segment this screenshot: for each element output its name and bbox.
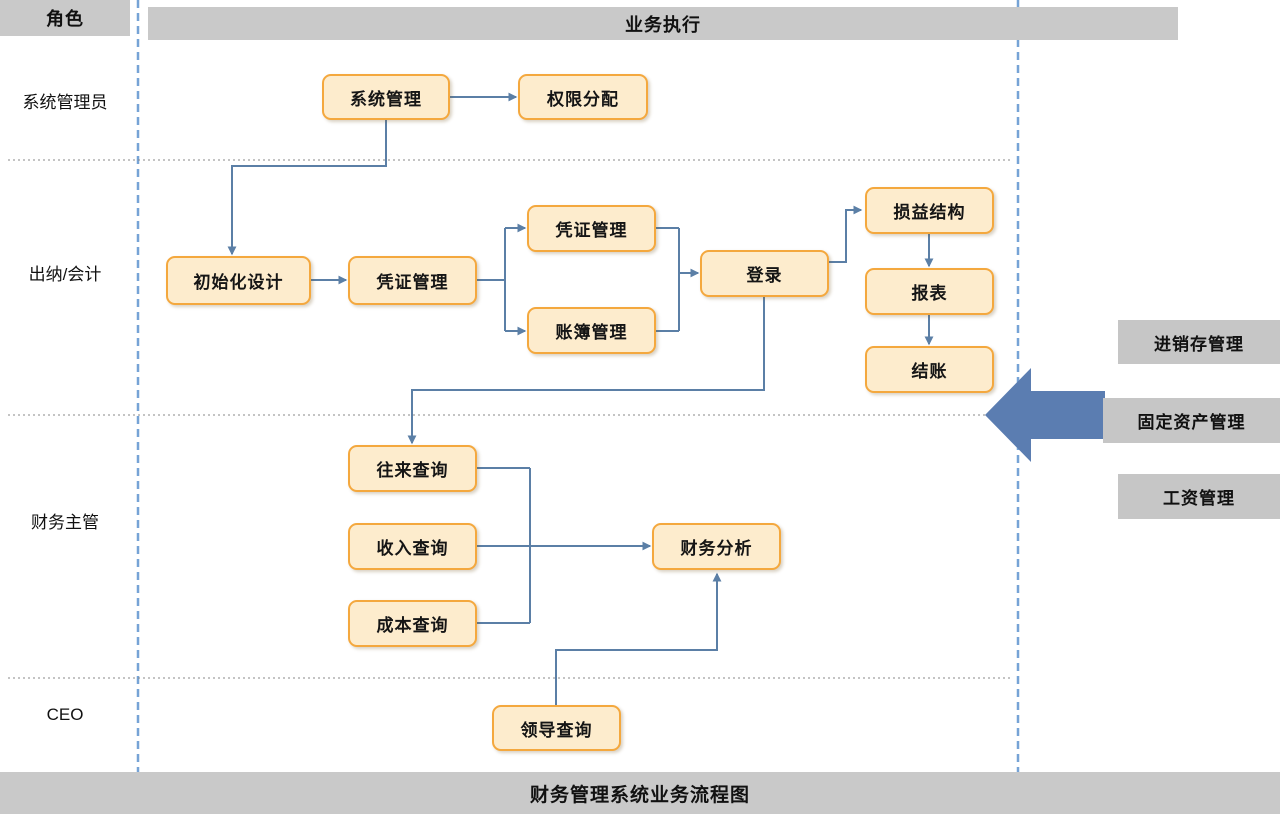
node-voucher-management-2: 凭证管理 (527, 205, 656, 252)
header-role-label: 角色 (46, 9, 84, 29)
arrow-leader-to-analysis (555, 572, 722, 705)
header-execution-label: 业务执行 (625, 14, 701, 35)
node-report: 报表 (865, 268, 994, 315)
node-voucher-management: 凭证管理 (348, 256, 477, 305)
side-module-inventory-management: 进销存管理 (1118, 320, 1280, 364)
node-income-query: 收入查询 (348, 523, 477, 570)
node-cost-query: 成本查询 (348, 600, 477, 647)
node-initialization-design: 初始化设计 (166, 256, 311, 305)
node-profit-loss-structure: 损益结构 (865, 187, 994, 234)
node-permission-assignment: 权限分配 (518, 74, 648, 120)
side-module-fixed-asset-management: 固定资产管理 (1103, 398, 1280, 443)
arrow-login-to-transaction-query (407, 297, 765, 445)
lane-label-ceo: CEO (46, 705, 84, 724)
arrow-sysmgmt-to-init (227, 120, 387, 256)
side-module-salary-management: 工资管理 (1118, 474, 1280, 519)
arrow-login-to-profit (829, 205, 863, 263)
node-financial-analysis: 财务分析 (652, 523, 781, 570)
node-system-management: 系统管理 (322, 74, 450, 120)
lane-label-cashier-accountant: 出纳/会计 (28, 264, 102, 284)
node-transaction-query: 往来查询 (348, 445, 477, 492)
node-login: 登录 (700, 250, 829, 297)
footer-title-bar: 财务管理系统业务流程图 (0, 772, 1280, 814)
node-closing: 结账 (865, 346, 994, 393)
node-ledger-management: 账簿管理 (527, 307, 656, 354)
flow-arrows (227, 92, 934, 705)
lane-label-finance-supervisor: 财务主管 (31, 512, 99, 532)
header-execution: 业务执行 (148, 7, 1178, 40)
big-left-arrow-icon (985, 368, 1105, 462)
footer-title: 财务管理系统业务流程图 (529, 784, 750, 806)
header-role: 角色 (0, 0, 130, 36)
node-leader-query: 领导查询 (492, 705, 621, 751)
lane-label-system-admin: 系统管理员 (22, 92, 108, 112)
